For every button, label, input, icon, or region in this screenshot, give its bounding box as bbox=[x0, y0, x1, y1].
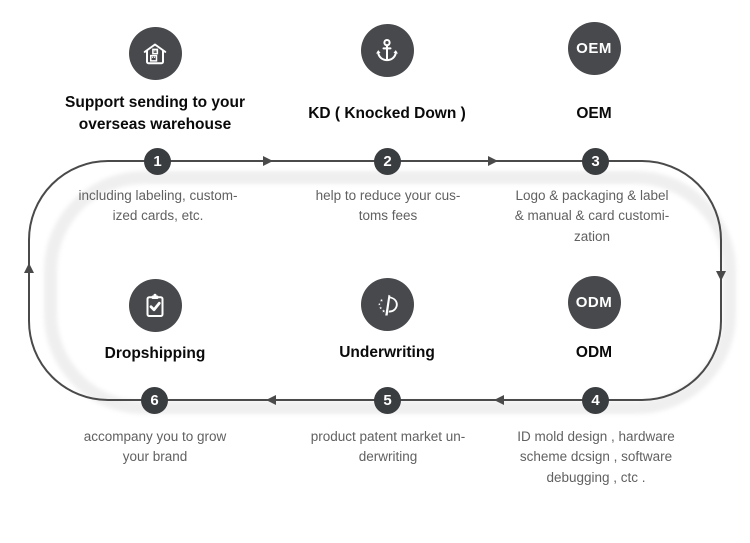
arrow-left-icon bbox=[494, 395, 504, 405]
service-title-underwriting: Underwriting bbox=[339, 344, 435, 361]
step-circle-5: 5 bbox=[374, 387, 401, 414]
patent-star-logo-icon bbox=[360, 278, 414, 331]
step-circle-3: 3 bbox=[582, 148, 609, 175]
service-underwriting: Underwriting bbox=[307, 278, 467, 364]
arrow-right-icon bbox=[488, 156, 498, 166]
step-circle-1: 1 bbox=[144, 148, 171, 175]
step-2-description: help to reduce your cus- toms fees bbox=[315, 188, 461, 224]
step-circle-4: 4 bbox=[582, 387, 609, 414]
oem-badge-icon: OEM bbox=[567, 22, 621, 75]
step-4-description: ID mold design , hardware scheme dcsign … bbox=[517, 429, 675, 485]
arrow-up-icon bbox=[24, 263, 34, 273]
service-title-dropshipping: Dropshipping bbox=[104, 345, 206, 362]
arrow-left-icon bbox=[266, 395, 276, 405]
step-1-description: including labeling, custom- ized cards, … bbox=[78, 188, 238, 224]
arrow-down-icon bbox=[716, 271, 726, 281]
feature-title-oem: OEM bbox=[576, 105, 612, 122]
step-circle-6: 6 bbox=[141, 387, 168, 414]
step-5-description: product patent market un- derwriting bbox=[310, 429, 466, 465]
step-circle-2: 2 bbox=[374, 148, 401, 175]
arrow-right-icon bbox=[263, 156, 273, 166]
clipboard-check-icon bbox=[128, 279, 182, 332]
warehouse-icon bbox=[128, 27, 182, 80]
feature-title-warehouse: Support sending to your overseas warehou… bbox=[65, 94, 245, 134]
anchor-icon bbox=[360, 24, 414, 77]
odm-badge-icon: ODM bbox=[567, 276, 621, 329]
feature-overseas-warehouse: Support sending to your overseas warehou… bbox=[30, 27, 280, 137]
service-odm: ODM ODM bbox=[514, 276, 674, 364]
feature-kd: KD ( Knocked Down ) bbox=[287, 24, 487, 125]
feature-title-kd: KD ( Knocked Down ) bbox=[308, 105, 466, 122]
feature-oem: OEM OEM bbox=[494, 22, 694, 125]
step-6-description: accompany you to grow your brand bbox=[83, 429, 227, 465]
odm-badge-text: ODM bbox=[575, 294, 613, 311]
step-3-description: Logo & packaging & label & manual & card… bbox=[514, 188, 670, 244]
service-dropshipping: Dropshipping bbox=[75, 279, 235, 365]
service-title-odm: ODM bbox=[575, 344, 613, 361]
oem-badge-text: OEM bbox=[576, 40, 612, 57]
